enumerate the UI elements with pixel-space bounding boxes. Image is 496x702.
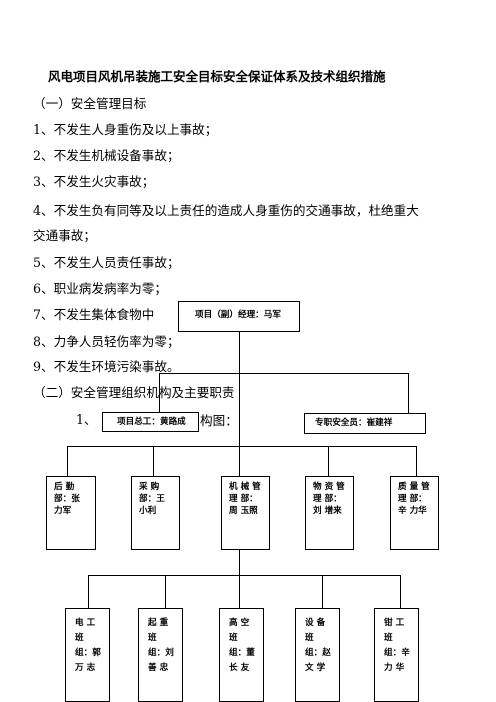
section-heading-org-structure: （二）安全管理组织机构及主要职责 <box>33 385 235 400</box>
subsection-label-suffix: 构图： <box>200 413 238 428</box>
document-title: 风电项目风机吊装施工安全目标安全保证体系及技术组织措施 <box>48 69 386 84</box>
org-box-procurement-dept: 采 购 部：王 小利 <box>131 476 180 550</box>
org-box-label: 设 备 班 组：赵 文 学 <box>305 618 331 673</box>
subsection-number: 1、 <box>76 412 97 427</box>
org-box-label: 机 械 管 理 部：周 玉照 <box>229 482 261 516</box>
org-box-label: 后 勤 部：张 力军 <box>54 482 80 516</box>
goal-item: 4、不发生负有同等及以上责任的造成人身重伤的交通事故，杜绝重大 <box>33 203 419 218</box>
org-box-equipment-team: 设 备 班 组：赵 文 学 <box>295 608 340 702</box>
org-box-label: 专职安全员：崔建祥 <box>315 418 393 428</box>
goal-item: 2、不发生机械设备事故； <box>33 148 180 163</box>
org-box-label: 采 购 部：王 小利 <box>139 482 165 516</box>
goal-item: 1、不发生人身重伤及以上事故； <box>33 122 218 137</box>
goal-item: 7、不发生集体食物中 <box>33 307 155 322</box>
org-box-quality-dept: 质 量 管 理 部：辛 力华 <box>390 476 439 550</box>
org-box-materials-dept: 物 资 管 理 部：刘 增来 <box>305 476 354 550</box>
org-box-label: 物 资 管 理 部：刘 增来 <box>313 482 345 516</box>
org-box-label: 起 重 班 组：刘 善 忠 <box>148 618 174 673</box>
goal-item: 5、不发生人员责任事故； <box>33 255 180 270</box>
goal-item-continued: 交通事故； <box>33 228 96 243</box>
org-box-machinery-dept: 机 械 管 理 部：周 玉照 <box>221 476 270 550</box>
org-box-safety-officer: 专职安全员：崔建祥 <box>304 413 426 434</box>
org-box-label: 钳 工 班 组：辛 力 华 <box>384 618 410 673</box>
org-box-lifting-team: 起 重 班 组：刘 善 忠 <box>138 608 183 702</box>
org-box-electrician-team: 电 工 班 组：郭 万 志 <box>65 608 110 702</box>
org-box-label: 电 工 班 组：郭 万 志 <box>75 618 101 673</box>
goal-item: 9、不发生环境污染事故。 <box>33 359 180 374</box>
org-box-label: 项目（副）经理：马军 <box>195 310 281 320</box>
goal-item: 8、力争人员轻伤率为零； <box>33 334 180 349</box>
section-heading-safety-goals: （一）安全管理目标 <box>33 96 147 111</box>
org-box-fitter-team: 钳 工 班 组：辛 力 华 <box>374 608 419 702</box>
goal-item: 3、不发生火灾事故； <box>33 174 155 189</box>
org-box-chief-engineer: 项目总工：黄路成 <box>102 412 199 432</box>
org-box-label: 高 空 班 组：董 长 友 <box>229 618 255 673</box>
org-box-label: 质 量 管 理 部：辛 力华 <box>398 482 430 516</box>
org-box-high-altitude-team: 高 空 班 组：董 长 友 <box>219 608 264 702</box>
goal-item: 6、职业病发病率为零； <box>33 281 167 296</box>
org-box-project-manager: 项目（副）经理：马军 <box>178 301 300 332</box>
org-box-label: 项目总工：黄路成 <box>117 417 186 427</box>
org-box-logistics-dept: 后 勤 部：张 力军 <box>46 476 96 550</box>
